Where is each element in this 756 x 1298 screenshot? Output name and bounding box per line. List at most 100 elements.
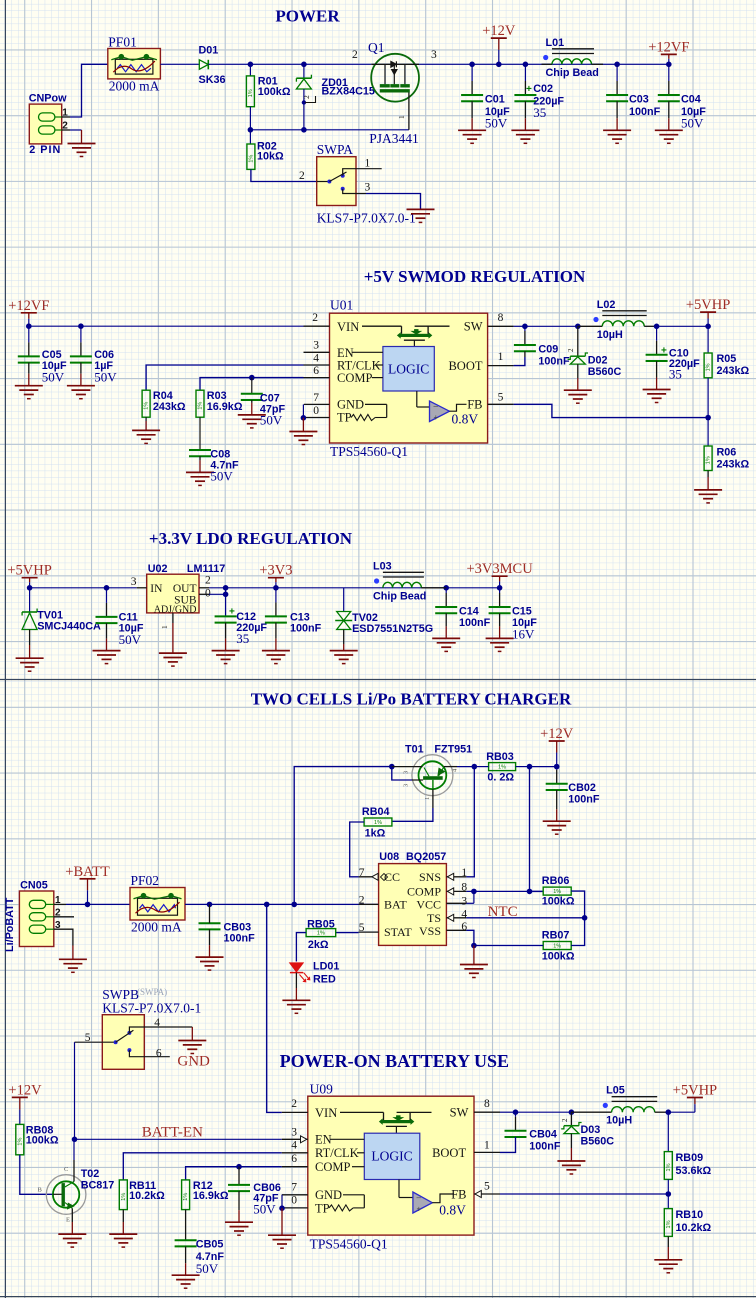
svg-text:C04: C04 — [681, 94, 701, 106]
svg-text:0.8V: 0.8V — [452, 412, 479, 427]
svg-text:100nF: 100nF — [459, 617, 491, 629]
svg-text:GND: GND — [337, 398, 364, 412]
svg-text:Q1: Q1 — [368, 40, 385, 55]
svg-text:C07: C07 — [260, 393, 280, 405]
svg-text:D02: D02 — [588, 355, 608, 367]
svg-text:3: 3 — [403, 771, 410, 774]
svg-text:RB08: RB08 — [26, 1125, 54, 1137]
svg-text:+3V3: +3V3 — [259, 563, 292, 579]
svg-text:2: 2 — [567, 348, 575, 352]
svg-text:LM1117: LM1117 — [187, 563, 225, 575]
svg-text:POWER-ON BATTERY USE: POWER-ON BATTERY USE — [280, 1051, 509, 1071]
svg-text:+12V: +12V — [8, 1083, 42, 1099]
svg-text:100nF: 100nF — [568, 794, 600, 806]
svg-text:2: 2 — [62, 121, 68, 132]
svg-text:C06: C06 — [94, 349, 114, 361]
svg-text:COMP: COMP — [315, 1160, 350, 1174]
svg-text:1: 1 — [424, 797, 431, 800]
svg-text:C12: C12 — [236, 611, 256, 623]
svg-text:STAT: STAT — [384, 925, 412, 939]
svg-text:VIN: VIN — [337, 320, 359, 334]
svg-text:4: 4 — [461, 909, 467, 921]
svg-text:NTC: NTC — [488, 904, 518, 920]
svg-text:4.7nF: 4.7nF — [196, 1251, 225, 1263]
svg-text:R04: R04 — [153, 390, 173, 402]
svg-text:1: 1 — [498, 351, 504, 363]
svg-text:+5VHP: +5VHP — [686, 297, 730, 313]
svg-text:1%: 1% — [121, 1193, 127, 1201]
svg-text:POWER: POWER — [275, 7, 340, 26]
svg-text:1%: 1% — [553, 889, 561, 895]
svg-text:1: 1 — [160, 625, 169, 629]
svg-text:C01: C01 — [485, 94, 505, 106]
svg-text:PF02: PF02 — [131, 873, 160, 888]
svg-text:5: 5 — [484, 1181, 490, 1193]
svg-text:C13: C13 — [290, 612, 310, 624]
svg-text:RT/CLK: RT/CLK — [337, 359, 381, 373]
svg-text:CNPow: CNPow — [29, 93, 67, 105]
svg-text:35: 35 — [533, 105, 546, 120]
svg-text:8: 8 — [484, 1098, 490, 1110]
svg-text:+5VHP: +5VHP — [673, 1083, 717, 1099]
svg-text:–: – — [434, 402, 439, 411]
svg-text:TV02: TV02 — [352, 612, 378, 624]
svg-text:2: 2 — [359, 895, 365, 907]
svg-text:50V: 50V — [260, 413, 283, 428]
svg-text:2: 2 — [55, 908, 61, 919]
svg-text:4.7nF: 4.7nF — [210, 460, 239, 472]
svg-text:(SWPA): (SWPA) — [137, 987, 167, 997]
svg-text:3: 3 — [55, 920, 61, 931]
svg-text:10µH: 10µH — [606, 1115, 632, 1127]
svg-text:VSS: VSS — [419, 924, 441, 938]
svg-text:100nF: 100nF — [224, 933, 256, 945]
svg-text:1µF: 1µF — [94, 360, 113, 372]
svg-text:2: 2 — [302, 95, 311, 99]
svg-text:50V: 50V — [210, 469, 233, 484]
svg-text:243kΩ: 243kΩ — [153, 401, 186, 413]
svg-text:B560C: B560C — [588, 366, 622, 378]
svg-text:+5V SWMOD REGULATION: +5V SWMOD REGULATION — [364, 267, 586, 286]
svg-text:1%: 1% — [248, 89, 254, 97]
svg-text:+3V3MCU: +3V3MCU — [467, 561, 534, 577]
svg-text:C05: C05 — [42, 349, 62, 361]
svg-text:2: 2 — [312, 312, 318, 324]
svg-text:1%: 1% — [666, 1163, 672, 1171]
svg-text:+: + — [229, 607, 235, 618]
svg-text:–: – — [417, 1193, 422, 1202]
svg-text:4: 4 — [313, 352, 319, 364]
svg-text:EN: EN — [337, 346, 354, 360]
svg-text:SW: SW — [464, 320, 483, 334]
svg-text:+12VF: +12VF — [8, 298, 49, 314]
svg-text:CB06: CB06 — [253, 1182, 281, 1194]
svg-text:C: C — [64, 1166, 68, 1173]
svg-text:TS: TS — [427, 911, 441, 925]
svg-text:U08: U08 — [379, 851, 399, 863]
svg-text:1%: 1% — [374, 820, 382, 826]
svg-text:VCC: VCC — [416, 898, 441, 912]
svg-text:100nF: 100nF — [629, 106, 661, 118]
svg-text:3: 3 — [313, 340, 319, 352]
svg-text:243kΩ: 243kΩ — [717, 459, 750, 471]
svg-text:CB03: CB03 — [224, 922, 252, 934]
svg-text:3: 3 — [461, 896, 467, 908]
svg-text:1kΩ: 1kΩ — [365, 828, 386, 840]
svg-text:EN: EN — [315, 1133, 332, 1147]
svg-text:SWPA: SWPA — [317, 142, 354, 157]
svg-text:35: 35 — [236, 631, 249, 646]
svg-text:L05: L05 — [606, 1085, 625, 1097]
svg-text:C11: C11 — [119, 612, 138, 624]
svg-text:+BATT: +BATT — [65, 864, 110, 880]
svg-text:10µF: 10µF — [681, 106, 706, 118]
svg-text:RB04: RB04 — [362, 806, 390, 818]
svg-text:6: 6 — [313, 365, 319, 377]
svg-text:E: E — [66, 1217, 70, 1224]
svg-text:5: 5 — [85, 1032, 91, 1044]
svg-text:220µF: 220µF — [533, 96, 564, 108]
svg-text:TP: TP — [337, 411, 352, 425]
svg-text:RB07: RB07 — [542, 930, 570, 942]
svg-text:IN: IN — [150, 583, 163, 595]
svg-text:+12VF: +12VF — [648, 39, 689, 55]
svg-text:GND: GND — [177, 1054, 210, 1070]
svg-text:SMCJ440CA: SMCJ440CA — [37, 621, 101, 633]
svg-text:C15: C15 — [512, 606, 532, 618]
